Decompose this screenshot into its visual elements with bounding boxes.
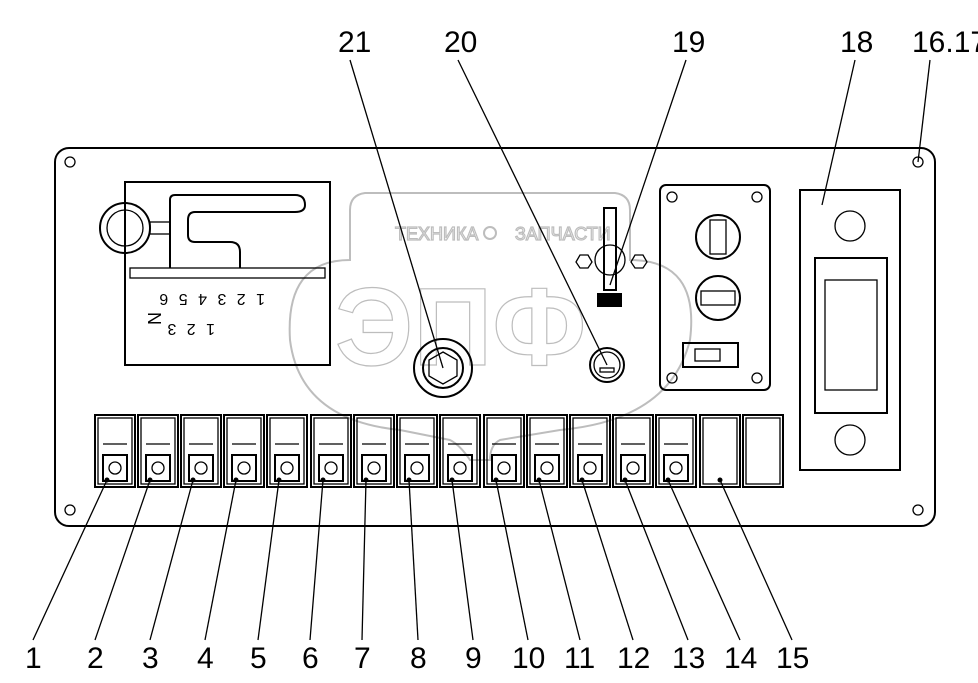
watermark-text-left: ТЕХНИКА <box>395 224 478 244</box>
callout-2: 2 <box>87 642 104 675</box>
rocker-switch-1[interactable] <box>94 414 136 488</box>
callout-leaders <box>32 59 931 641</box>
leader-11 <box>538 479 581 641</box>
callout-13: 13 <box>672 642 705 675</box>
leader-7 <box>361 479 367 641</box>
rotary-knob-21 <box>413 338 473 398</box>
leader-1 <box>32 479 108 641</box>
beacon-icon <box>274 454 300 482</box>
callout-9: 9 <box>465 642 482 675</box>
leader-15 <box>719 479 793 641</box>
rocker-switch-10[interactable] <box>483 414 525 488</box>
leader-9 <box>451 479 474 641</box>
rear-work-light-icon <box>231 454 257 482</box>
horn-icon <box>145 454 171 482</box>
rocker-switch-8[interactable] <box>396 414 438 488</box>
callout-7: 7 <box>354 642 371 675</box>
leader-5 <box>257 479 280 641</box>
rocker-switch-7[interactable] <box>353 414 395 488</box>
leader-3 <box>149 479 194 641</box>
callout-5: 5 <box>250 642 267 675</box>
gear-lower-row: 1 2 3 <box>164 320 215 337</box>
front-pto-icon <box>404 454 430 482</box>
loader-icon <box>577 454 603 482</box>
callout-21: 21 <box>338 26 371 59</box>
diff-lock-icon <box>534 454 560 482</box>
leader-12 <box>581 479 634 641</box>
rocker-switch-13[interactable] <box>612 414 654 488</box>
leader-top-19 <box>609 59 687 286</box>
rocker-switch-6[interactable] <box>310 414 352 488</box>
callout-16-17: 16.17 <box>912 26 978 59</box>
callout-1: 1 <box>25 642 42 675</box>
watermark-text-right: ЗАПЧАСТИ <box>515 224 611 244</box>
callout-18: 18 <box>840 26 873 59</box>
leader-13 <box>624 479 689 641</box>
watermark-logo: ТЕХНИКА ЗАПЧАСТИ ЭПФ <box>288 192 693 461</box>
leader-4 <box>204 479 237 641</box>
rocker-switch-4[interactable] <box>223 414 265 488</box>
leader-8 <box>408 479 419 641</box>
switch-row <box>94 414 784 488</box>
control-module <box>659 184 771 391</box>
gear-upper-row: 1 2 3 4 5 6 <box>156 290 265 307</box>
rocker-switch-5[interactable] <box>266 414 308 488</box>
leader-2 <box>94 479 151 641</box>
panel-mounting-holes <box>64 156 924 516</box>
leader-top-18 <box>821 59 856 206</box>
hitch-lift-icon <box>447 454 473 482</box>
rocker-switch-15[interactable] <box>699 414 741 488</box>
leader-top-20 <box>457 59 608 366</box>
gear-icon <box>483 226 497 240</box>
leader-top-16.17 <box>917 59 931 163</box>
callout-11: 11 <box>564 642 595 675</box>
front-work-light-icon <box>188 454 214 482</box>
battery-switch-19 <box>575 207 648 307</box>
rocker-switch-12[interactable] <box>569 414 611 488</box>
rocker-switch-11[interactable] <box>526 414 568 488</box>
callout-4: 4 <box>197 642 214 675</box>
battery-icon <box>597 293 622 307</box>
top-callouts: 21 20 19 18 16.17 <box>338 26 978 59</box>
wiper-icon <box>620 454 646 482</box>
panel-body <box>54 147 936 527</box>
callout-12: 12 <box>617 642 650 675</box>
engine-preheat-icon <box>663 454 689 482</box>
watermark-logo-text: ЭПФ <box>335 266 586 389</box>
hazard-icon <box>318 454 344 482</box>
callout-14: 14 <box>724 642 757 675</box>
gear-neutral-label: N <box>144 312 164 325</box>
fan-icon <box>102 454 128 482</box>
leader-14 <box>667 479 741 641</box>
rocker-switch-2[interactable] <box>137 414 179 488</box>
display-box-18 <box>799 189 901 471</box>
callout-6: 6 <box>302 642 319 675</box>
callout-3: 3 <box>142 642 159 675</box>
rocker-switch-16[interactable] <box>742 414 784 488</box>
leader-6 <box>309 479 324 641</box>
callout-15: 15 <box>776 642 809 675</box>
rear-pto-icon <box>361 454 387 482</box>
rocker-switch-3[interactable] <box>180 414 222 488</box>
callout-10: 10 <box>512 642 545 675</box>
leader-10 <box>495 479 529 641</box>
callout-19: 19 <box>672 26 705 59</box>
front-axle-drive-icon <box>491 454 517 482</box>
leader-top-21 <box>349 59 444 369</box>
callout-20: 20 <box>444 26 477 59</box>
indicator-20 <box>589 347 625 383</box>
rocker-switch-14[interactable] <box>655 414 697 488</box>
gear-shift-plate: N 1 2 3 4 5 6 1 2 3 <box>99 181 331 366</box>
rocker-switch-9[interactable] <box>439 414 481 488</box>
callout-8: 8 <box>410 642 427 675</box>
